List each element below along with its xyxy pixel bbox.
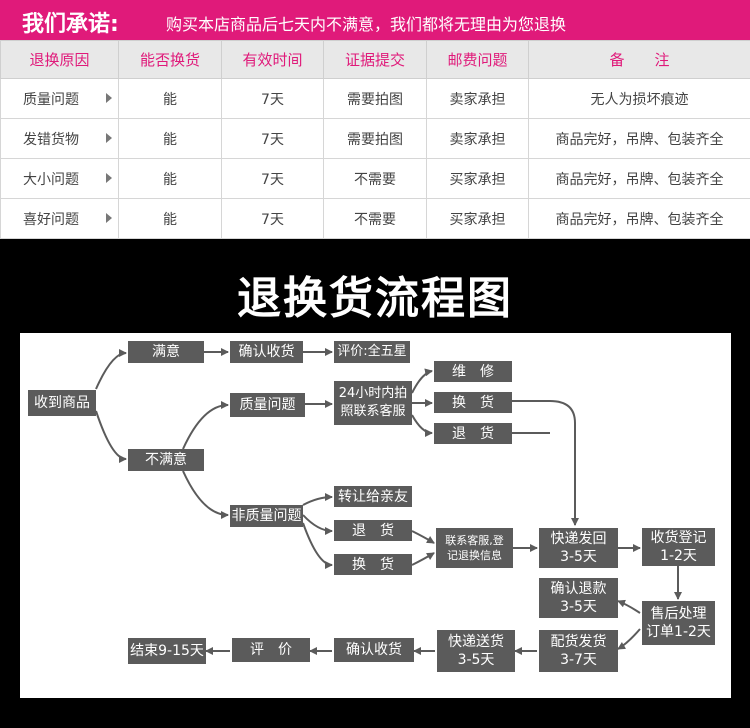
edge-exchange-shipback [512, 400, 579, 526]
node-receive-register: 收货登记 1-2天 [642, 528, 715, 566]
row-reason-label: 发错货物 [23, 131, 79, 148]
flowchart-connectors [95, 348, 682, 655]
row-reason: 大小问题 [0, 158, 119, 199]
node-confirm-receipt-1: 确认收货 [230, 341, 303, 363]
edge-unsat-quality [182, 401, 229, 450]
header-remarks: 备 注 [528, 40, 750, 79]
flowchart: 收到商品 满意 确认收货 评价:全五星 不满意 质量问题 24小时内拍照联系客服… [20, 333, 731, 698]
header-shipping: 邮费问题 [426, 40, 529, 79]
row-cell: 需要拍图 [323, 118, 427, 159]
node-end: 结束9-15天 [128, 638, 206, 664]
node-non-quality: 非质量问题 [230, 505, 303, 527]
triangle-right-icon [106, 93, 112, 103]
row-cell: 能 [118, 158, 222, 199]
table-row: 发错货物 能 7天 需要拍图 卖家承担 商品完好，吊牌、包装齐全 [0, 118, 750, 159]
node-return-nonquality: 退 货 [334, 520, 412, 541]
row-cell: 买家承担 [426, 158, 529, 199]
table-header-row: 退换原因 能否换货 有效时间 证据提交 邮费问题 备 注 [0, 40, 750, 79]
node-after-sales: 售后处理订单1-2天 [642, 601, 715, 645]
node-satisfied: 满意 [128, 341, 204, 363]
node-register-info: 联系客服,登记退换信息 [436, 528, 513, 568]
node-confirm-refund: 确认退款 3-5天 [539, 578, 618, 618]
node-deliver: 快递送货 3-5天 [437, 630, 515, 672]
node-rating: 评价:全五星 [334, 341, 410, 363]
row-cell: 能 [118, 198, 222, 239]
promise-banner: 我们承诺: 购买本店商品后七天内不满意，我们都将无理由为您退换 [0, 0, 750, 40]
node-receive: 收到商品 [28, 390, 96, 416]
node-repair: 维 修 [434, 361, 512, 382]
triangle-right-icon [106, 173, 112, 183]
row-cell: 商品完好，吊牌、包装齐全 [528, 118, 750, 159]
edge-return-register [411, 530, 435, 544]
table-row: 质量问题 能 7天 需要拍图 卖家承担 无人为损坏痕迹 [0, 78, 750, 119]
edge-unsat-nonquality [182, 470, 229, 519]
row-reason-label: 大小问题 [23, 171, 79, 188]
row-cell: 7天 [221, 118, 324, 159]
row-reason-label: 喜好问题 [23, 211, 79, 228]
row-reason: 发错货物 [0, 118, 119, 159]
edge-contact-return [411, 414, 433, 437]
return-policy-table: 退换原因 能否换货 有效时间 证据提交 邮费问题 备 注 质量问题 能 7天 需… [0, 40, 750, 239]
node-review: 评 价 [232, 638, 310, 662]
edge-contact-repair [411, 368, 433, 394]
node-contact-24h: 24小时内拍照联系客服 [334, 381, 412, 425]
row-cell: 能 [118, 78, 222, 119]
promise-text: 购买本店商品后七天内不满意，我们都将无理由为您退换 [166, 15, 567, 34]
row-cell: 卖家承担 [426, 118, 529, 159]
node-exchange-nonquality: 换 货 [334, 554, 412, 575]
row-cell: 卖家承担 [426, 78, 529, 119]
row-cell: 7天 [221, 78, 324, 119]
row-cell: 商品完好，吊牌、包装齐全 [528, 158, 750, 199]
promise-title: 我们承诺: [22, 12, 119, 37]
row-cell: 买家承担 [426, 198, 529, 239]
node-unsatisfied: 不满意 [128, 449, 204, 471]
row-cell: 不需要 [323, 158, 427, 199]
edge-aftersales-pack [617, 628, 641, 650]
edge-nonq-transfer [302, 493, 333, 506]
edge-nonq-exchange [302, 522, 333, 569]
header-evidence: 证据提交 [323, 40, 427, 79]
row-cell: 不需要 [323, 198, 427, 239]
node-exchange-quality: 换 货 [434, 392, 512, 413]
node-pack-ship: 配货发货 3-7天 [539, 630, 618, 672]
node-ship-back: 快递发回 3-5天 [539, 528, 618, 568]
triangle-right-icon [106, 213, 112, 223]
header-exchangeable: 能否换货 [118, 40, 222, 79]
row-reason: 喜好问题 [0, 198, 119, 239]
table-row: 喜好问题 能 7天 不需要 买家承担 商品完好，吊牌、包装齐全 [0, 198, 750, 239]
node-return-quality: 退 货 [434, 423, 512, 444]
table-row: 大小问题 能 7天 不需要 买家承担 商品完好，吊牌、包装齐全 [0, 158, 750, 199]
row-cell: 商品完好，吊牌、包装齐全 [528, 198, 750, 239]
header-reason: 退换原因 [0, 40, 119, 79]
row-cell: 需要拍图 [323, 78, 427, 119]
edge-nonq-return [302, 514, 333, 535]
edge-receive-satisfied [95, 349, 127, 390]
edge-receive-unsatisfied [95, 410, 127, 463]
node-quality: 质量问题 [230, 393, 305, 417]
edge-aftersales-refund [617, 599, 641, 614]
triangle-right-icon [106, 133, 112, 143]
flow-title: 退换货流程图 [237, 273, 513, 324]
node-transfer: 转让给亲友 [334, 486, 412, 507]
row-cell: 7天 [221, 198, 324, 239]
node-confirm-receipt-2: 确认收货 [334, 638, 414, 662]
row-reason-label: 质量问题 [23, 91, 79, 108]
edge-exchange-register [411, 552, 435, 566]
row-cell: 7天 [221, 158, 324, 199]
row-cell: 无人为损坏痕迹 [528, 78, 750, 119]
header-valid-time: 有效时间 [221, 40, 324, 79]
row-reason: 质量问题 [0, 78, 119, 119]
row-cell: 能 [118, 118, 222, 159]
